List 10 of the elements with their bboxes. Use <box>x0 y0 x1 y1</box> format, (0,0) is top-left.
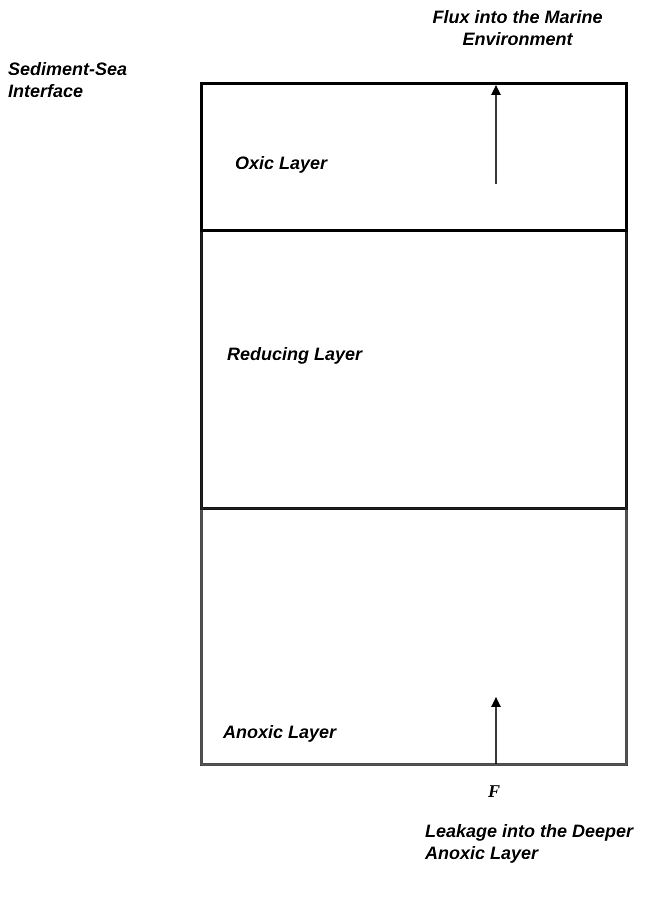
layer-band <box>200 507 628 766</box>
layer-band <box>200 229 628 510</box>
layer-label: Oxic Layer <box>235 153 328 174</box>
annotation-text: Sediment-Sea Interface <box>8 58 128 102</box>
layer-label: Reducing Layer <box>227 344 362 365</box>
annotation-text: Leakage into the Deeper Anoxic Layer <box>425 820 635 864</box>
layer-band <box>200 82 628 232</box>
annotation-text: Flux into the Marine Environment <box>431 6 604 50</box>
variable-label: F <box>488 780 502 802</box>
layer-label: Anoxic Layer <box>223 722 336 743</box>
